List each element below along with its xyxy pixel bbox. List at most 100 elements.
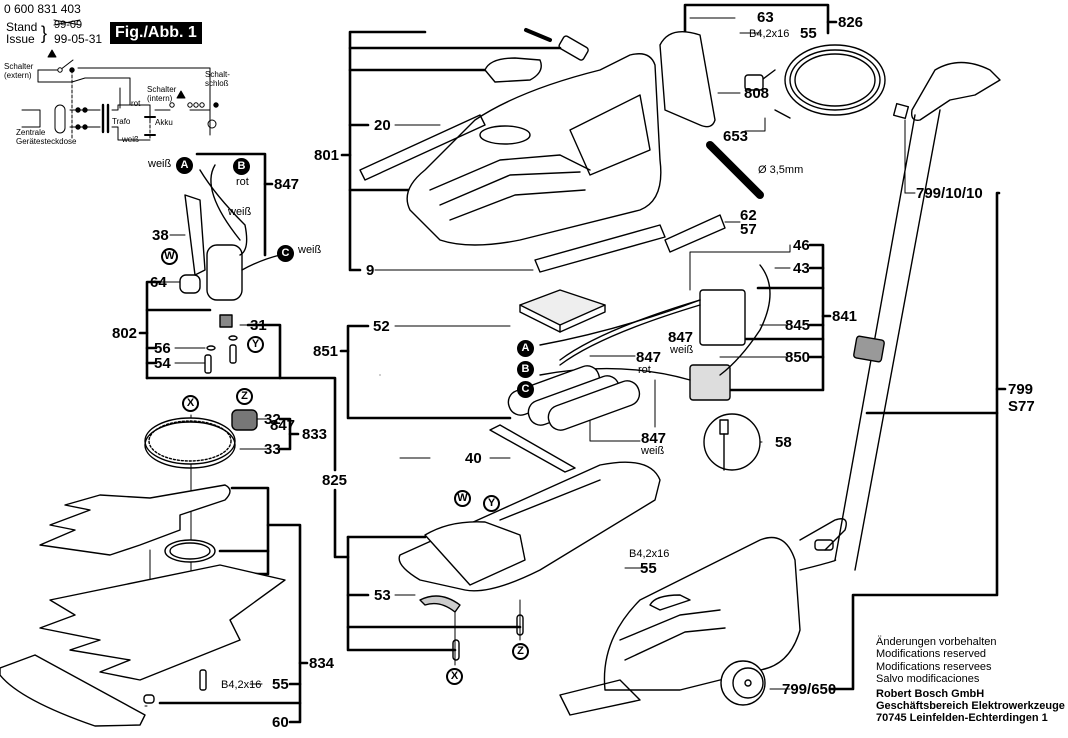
wiring-schematic (21, 49, 219, 141)
filter-pad (519, 289, 606, 333)
rear-cap-and-cord (659, 31, 886, 199)
note-line-fr: Modifications reservees (876, 660, 992, 673)
marker-y-housing: Y (483, 495, 500, 512)
schematic-socket: Zentrale Gerätesteckdose (16, 128, 77, 146)
company-division: Geschäftsbereich Elektrowerkzeuge (876, 700, 1065, 713)
screw-size-c: B4,2x16 (629, 548, 670, 560)
schematic-key-switch: Schalt- schloß (205, 70, 230, 88)
part-s77: S77 (1008, 398, 1035, 415)
brace: } (41, 23, 48, 43)
marker-z-gear: Z (236, 388, 253, 405)
part-833: 833 (302, 426, 328, 443)
part-52: 52 (373, 318, 390, 335)
marker-x-housing: X (446, 668, 463, 685)
part-55-blade: 55 (272, 676, 289, 693)
part-32: 32 (264, 411, 281, 428)
schematic-transformer: Trafo (112, 117, 131, 126)
part-802: 802 (112, 325, 138, 342)
housing-lower (398, 461, 661, 661)
part-58: 58 (775, 434, 792, 451)
schematic-battery: Akku (155, 118, 173, 127)
marker-x-gear: X (182, 395, 199, 412)
part-31: 31 (250, 317, 267, 334)
handle-and-tube (799, 61, 1001, 571)
note-line-en: Modifications reserved (876, 648, 987, 661)
decals (359, 28, 726, 273)
schematic-wire-white: weiß (122, 135, 139, 144)
marker-y-motor: Y (247, 336, 264, 353)
motor (179, 164, 281, 374)
notes-block: Änderungen vorbehalten Modifications res… (876, 636, 1065, 725)
gears-and-blades (0, 409, 286, 727)
part-834: 834 (309, 655, 335, 672)
screw-size-a: B4,2x16 (749, 28, 790, 40)
marker-c-motor: C (277, 245, 294, 262)
schematic-switch-internal: Schalter (intern) (147, 85, 177, 103)
part-845: 845 (785, 317, 811, 334)
wire-color-red-motor: rot (236, 176, 249, 188)
marker-w-housing: W (454, 490, 471, 507)
marker-a-battery: A (517, 340, 534, 357)
switch-module (539, 264, 771, 401)
marker-a-motor: A (176, 157, 193, 174)
part-46: 46 (793, 237, 810, 254)
part-801: 801 (314, 147, 340, 164)
part-54: 54 (154, 355, 171, 372)
note-line-es: Salvo modificaciones (876, 673, 980, 686)
part-64: 64 (150, 274, 167, 291)
wire-color-white-motor-a: weiß (148, 158, 172, 170)
marker-c-battery: C (517, 381, 534, 398)
part-55-top: 55 (800, 25, 817, 42)
marker-b-motor: B (233, 158, 250, 175)
part-60: 60 (272, 714, 289, 731)
housing-upper (406, 53, 662, 246)
wire-color-red: rot (638, 364, 651, 376)
wire-color-white-motor-b: weiß (228, 206, 252, 218)
part-9: 9 (366, 262, 375, 279)
part-851: 851 (313, 343, 339, 360)
wire-color-white-a: weiß (670, 344, 694, 356)
schematic-switch-external: Schalter (extern) (4, 62, 34, 80)
marker-w-motor: W (161, 248, 178, 265)
assembled-trimmer (559, 518, 847, 716)
part-799: 799 (1008, 381, 1034, 398)
connector-detail-58 (703, 413, 761, 471)
part-43: 43 (793, 260, 810, 277)
part-825: 825 (322, 472, 348, 489)
stand-label: Stand (6, 20, 38, 34)
part-847-battery: 847 (641, 430, 667, 447)
part-850: 850 (785, 349, 811, 366)
schematic-wire-red: rot (131, 99, 141, 108)
part-56: 56 (154, 340, 171, 357)
part-33: 33 (264, 441, 281, 458)
part-841: 841 (832, 308, 858, 325)
figure-label: Fig./Abb. 1 (110, 22, 202, 44)
company-name: Robert Bosch GmbH (876, 687, 985, 700)
stand-strikethrough (53, 19, 81, 26)
part-55-housing: 55 (640, 560, 657, 577)
part-38: 38 (152, 227, 169, 244)
issue-date: 99-05-31 (54, 32, 103, 46)
wire-color-white-b: weiß (641, 445, 665, 457)
document-number: 0 600 831 403 (4, 2, 81, 16)
part-808: 808 (744, 85, 770, 102)
part-63: 63 (757, 9, 774, 26)
part-653: 653 (723, 128, 749, 145)
part-847-red: 847 (636, 349, 662, 366)
wire-color-white-motor-c: weiß (298, 244, 322, 256)
battery-pack (489, 365, 641, 473)
part-20: 20 (374, 117, 391, 134)
marker-b-battery: B (517, 361, 534, 378)
part-847-top: 847 (274, 176, 300, 193)
screw-size-b: B4,2x16 (221, 679, 262, 691)
bracket-lines (138, 3, 1007, 724)
part-799-10-10: 799/10/10 (916, 185, 983, 202)
part-53: 53 (374, 587, 391, 604)
note-line-de: Änderungen vorbehalten (876, 636, 997, 648)
part-847-switch: 847 (668, 329, 694, 346)
part-57: 57 (740, 221, 757, 238)
marker-z-housing: Z (512, 643, 529, 660)
issue-label: Issue (6, 32, 35, 46)
